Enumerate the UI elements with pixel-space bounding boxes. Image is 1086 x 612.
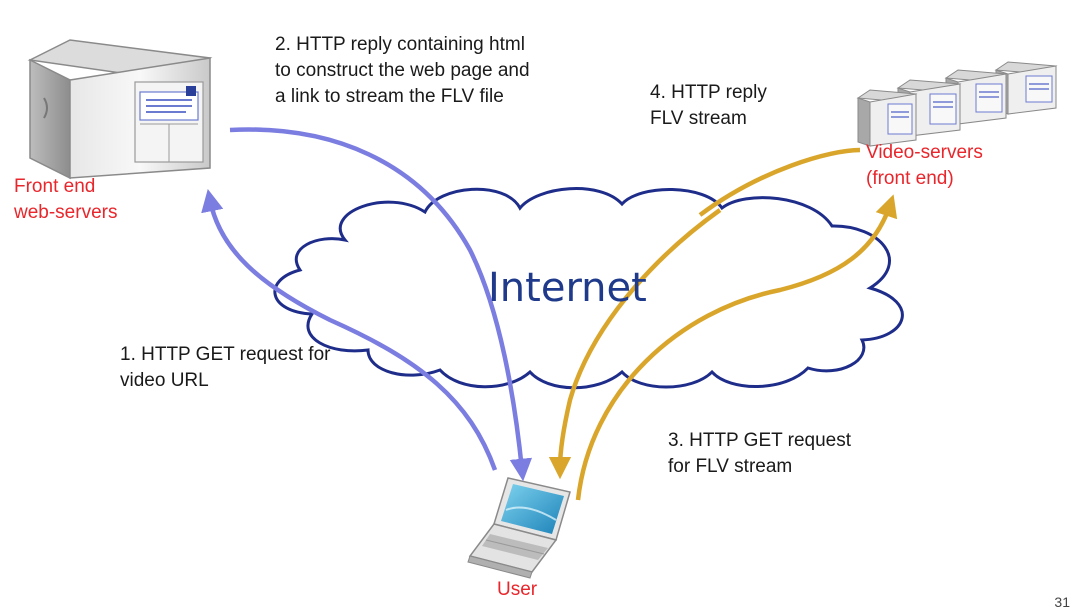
step1-label: 1. HTTP GET request for video URL [120, 344, 331, 391]
laptop-icon [467, 477, 571, 579]
user-label: User [497, 579, 538, 600]
page-number: 31 [1054, 594, 1070, 610]
arrow-step4-down [560, 147, 861, 468]
video-servers-icon [856, 61, 1058, 147]
step2-label: 2. HTTP reply containing html to constru… [275, 34, 530, 107]
arrow-step1-up [201, 188, 498, 471]
step4-label: 4. HTTP reply FLV stream [650, 82, 767, 129]
arrow-step2-down [229, 127, 533, 482]
front-end-server-icon [27, 39, 213, 180]
step3-label: 3. HTTP GET request for FLV stream [668, 430, 852, 477]
video-servers-label: Video-servers (front end) [866, 142, 983, 189]
front-end-label: Front end web-servers [14, 176, 118, 223]
internet-label: Internet [488, 265, 647, 311]
arrow-step3-up [575, 194, 898, 501]
internet-cloud [273, 187, 904, 390]
